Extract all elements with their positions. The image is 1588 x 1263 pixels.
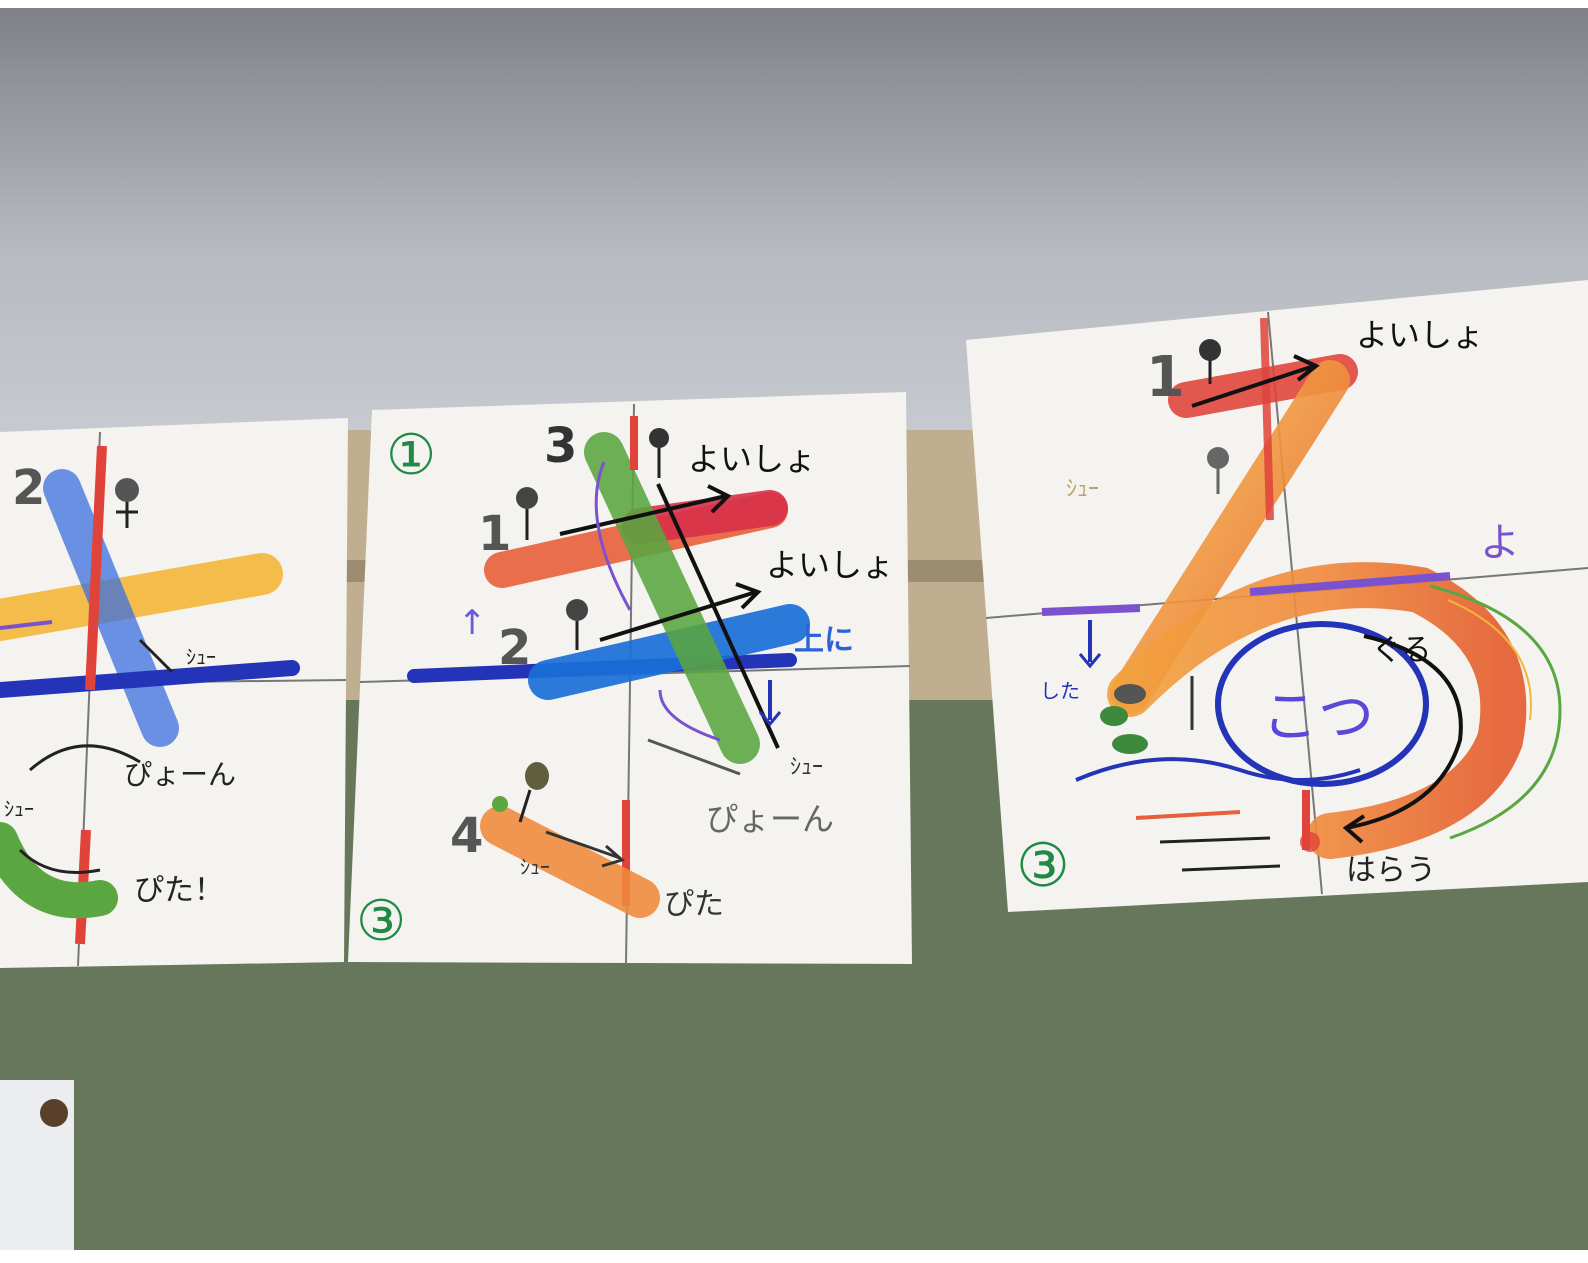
right-shita: した: [1040, 679, 1080, 703]
left-sfx-pita: ぴた！: [134, 873, 224, 908]
middle-circle-3: ③: [356, 889, 406, 954]
middle-sfx-pita: ぴた: [664, 887, 724, 922]
top-white-strip: [0, 0, 1588, 8]
middle-circle-1: ①: [386, 423, 436, 488]
right-harau: はらう: [1346, 853, 1436, 888]
right-num-1: 1: [1146, 345, 1185, 410]
right-kotsu: こつ: [1262, 685, 1374, 750]
middle-ue-ni: 上に: [794, 623, 854, 658]
middle-num-2: 2: [498, 620, 531, 676]
middle-yoisho-1: よいしょ: [688, 440, 816, 478]
right-yo-purple: よ: [1480, 520, 1520, 566]
middle-sfx-shuu2: ｼｭｰ: [520, 855, 550, 879]
right-circle-3: ③: [1016, 831, 1070, 901]
middle-sfx-shuu: ｼｭｰ: [790, 755, 823, 780]
middle-num-4: 4: [450, 808, 483, 864]
middle-up-arrow: ↑: [458, 603, 487, 643]
right-yoisho: よいしょ: [1356, 316, 1484, 354]
left-num-2: 2: [12, 460, 45, 516]
pushpin: [40, 1099, 68, 1127]
middle-sfx-pyoon: ぴょーん: [706, 800, 834, 838]
middle-yoisho-2: よいしょ: [766, 546, 894, 584]
left-sfx-shuu2: ｼｭｰ: [4, 797, 34, 821]
left-sfx-pyoon: ぴょーん: [124, 758, 236, 791]
right-guru: ぐる: [1372, 633, 1431, 668]
board-bottom-white: [0, 1250, 1588, 1263]
card-right: [966, 280, 1588, 912]
left-sfx-shuu: ｼｭｰ: [186, 645, 216, 669]
middle-num-3: 3: [544, 418, 577, 474]
right-sfx-shuu: ｼｭｰ: [1066, 477, 1099, 502]
middle-num-1: 1: [478, 506, 511, 562]
